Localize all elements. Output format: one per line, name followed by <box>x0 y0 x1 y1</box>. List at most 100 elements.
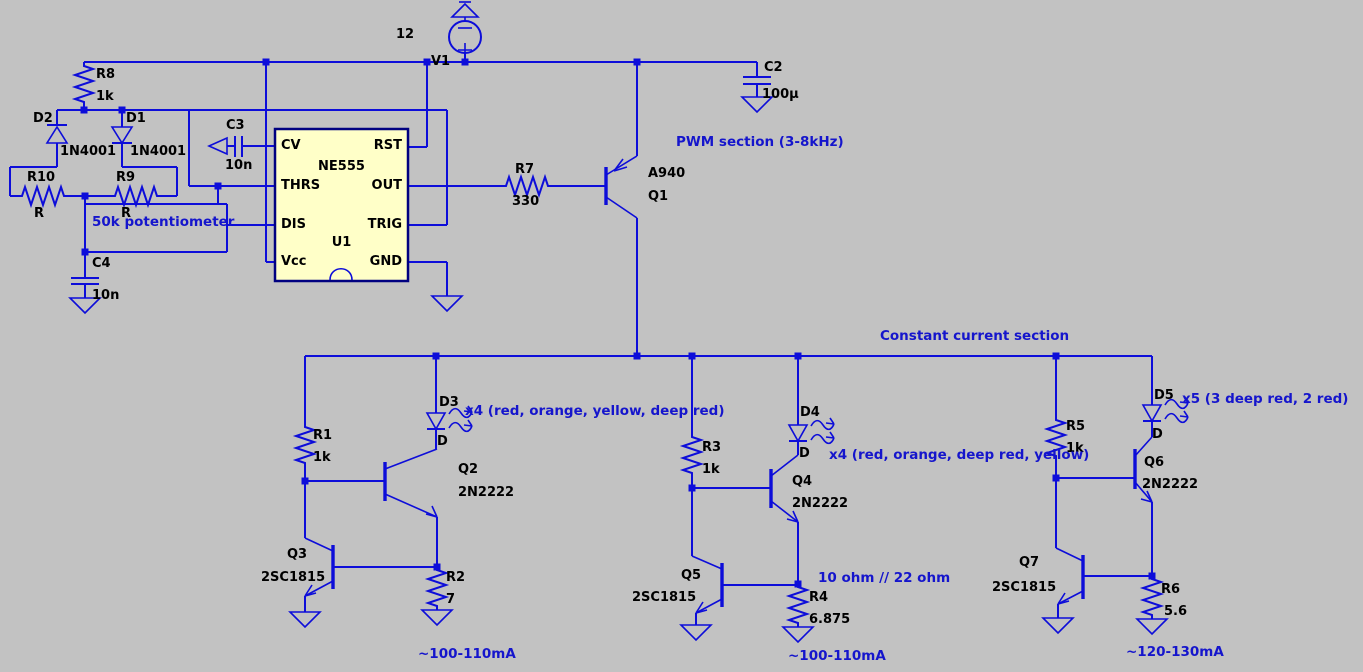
r1-value-label: 1k <box>313 450 331 465</box>
pin-cv-label: CV <box>281 138 301 153</box>
led-string-1-annotation: x4 (red, orange, yellow, deep red) <box>465 403 725 419</box>
voltage-source-v1[interactable] <box>448 1 482 62</box>
r10-value-label: R <box>34 206 45 221</box>
c3-value-label: 10n <box>225 158 253 173</box>
r8-ref-label: R8 <box>96 67 116 82</box>
pin-trig-label: TRIG <box>367 217 402 232</box>
chip-ref-label: U1 <box>331 235 352 250</box>
q4-value-label: 2N2222 <box>792 496 849 511</box>
q5-ref-label: Q5 <box>681 568 702 583</box>
r2-value-label: 7 <box>446 592 456 607</box>
pin-thrs-label: THRS <box>281 178 321 193</box>
r3-ref-label: R3 <box>702 440 722 455</box>
current-1-annotation: ~100-110mA <box>418 646 516 662</box>
v1-value-label: 12 <box>396 27 415 42</box>
diode-d2[interactable] <box>9 110 69 196</box>
r5-ref-label: R5 <box>1066 419 1086 434</box>
transistor-q5[interactable] <box>679 488 798 642</box>
resistor-r9[interactable] <box>85 183 177 209</box>
d4-ref-label: D4 <box>800 405 820 420</box>
chip-part-label: NE555 <box>318 159 365 174</box>
resistor-r3[interactable] <box>679 356 705 488</box>
wire-gnd-555 <box>409 261 464 313</box>
q2-ref-label: Q2 <box>458 462 479 477</box>
pin-out-label: OUT <box>371 178 402 193</box>
r6-value-label: 5.6 <box>1164 604 1188 619</box>
v1-ref-label: V1 <box>431 54 451 69</box>
resistor-r8[interactable] <box>71 62 97 110</box>
r2-ref-label: R2 <box>446 570 466 585</box>
resistor-r5[interactable] <box>1043 356 1069 478</box>
c2-ref-label: C2 <box>764 60 783 75</box>
r4-parallel-annotation: 10 ohm // 22 ohm <box>818 570 951 586</box>
d2-ref-label: D2 <box>33 111 53 126</box>
c4-value-label: 10n <box>92 288 120 303</box>
wire-dis-wiper-net <box>84 196 275 253</box>
r1-ref-label: R1 <box>313 428 333 443</box>
resistor-r6[interactable] <box>1135 576 1169 636</box>
pwm-section-annotation: PWM section (3-8kHz) <box>676 134 844 150</box>
d1-ref-label: D1 <box>126 111 146 126</box>
r4-value-label: 6.875 <box>809 612 851 627</box>
pin-dis-label: DIS <box>281 217 306 232</box>
r7-value-label: 330 <box>512 194 540 209</box>
wire-rst-net <box>409 62 428 148</box>
r8-value-label: 1k <box>96 89 114 104</box>
transistor-q3[interactable] <box>288 481 437 629</box>
pin-rst-label: RST <box>373 138 402 153</box>
led-d3[interactable] <box>425 356 473 449</box>
d3-value-label: D <box>437 434 448 449</box>
transistor-q6[interactable] <box>1056 436 1153 576</box>
resistor-r2[interactable] <box>420 567 454 627</box>
d3-ref-label: D3 <box>439 395 459 410</box>
wire-thrs-trig-net <box>57 109 448 226</box>
resistor-r1[interactable] <box>292 356 318 481</box>
transistor-q4[interactable] <box>692 454 799 584</box>
q3-ref-label: Q3 <box>287 547 308 562</box>
resistor-r7[interactable] <box>409 173 605 199</box>
q5-value-label: 2SC1815 <box>632 590 697 605</box>
capacitor-c3[interactable] <box>207 136 275 157</box>
c3-ref-label: C3 <box>226 118 245 133</box>
d4-value-label: D <box>799 446 810 461</box>
r6-ref-label: R6 <box>1161 582 1181 597</box>
d2-value-label: 1N4001 <box>60 144 117 159</box>
transistor-q7[interactable] <box>1041 478 1152 635</box>
transistor-q1[interactable] <box>604 62 638 356</box>
pot-annotation: 50k potentiometer <box>92 214 235 230</box>
q4-ref-label: Q4 <box>792 474 813 489</box>
led-string-2-annotation: x4 (red, orange, deep red, yellow) <box>829 447 1090 463</box>
r3-value-label: 1k <box>702 462 720 477</box>
capacitor-c2[interactable] <box>740 62 774 114</box>
ic-ne555[interactable] <box>273 127 410 283</box>
r4-ref-label: R4 <box>809 590 829 605</box>
r10-ref-label: R10 <box>27 170 56 185</box>
d5-ref-label: D5 <box>1154 388 1174 403</box>
q6-ref-label: Q6 <box>1144 455 1165 470</box>
q7-value-label: 2SC1815 <box>992 580 1057 595</box>
diode-d1[interactable] <box>110 110 178 196</box>
transistor-q2[interactable] <box>305 448 438 567</box>
d5-value-label: D <box>1152 427 1163 442</box>
led-d4[interactable] <box>787 356 835 455</box>
pin-gnd-label: GND <box>369 254 402 269</box>
capacitor-c4[interactable] <box>68 252 102 315</box>
q2-value-label: 2N2222 <box>458 485 515 500</box>
q1-ref-label: Q1 <box>648 189 669 204</box>
resistor-r4[interactable] <box>781 584 815 644</box>
r5-value-label: 1k <box>1066 441 1084 456</box>
led-string-3-annotation: x5 (3 deep red, 2 red) <box>1182 391 1349 407</box>
current-3-annotation: ~120-130mA <box>1126 644 1224 660</box>
led-d5[interactable] <box>1141 356 1189 437</box>
q3-value-label: 2SC1815 <box>261 570 326 585</box>
wire-vcc-net <box>265 62 275 263</box>
cc-section-annotation: Constant current section <box>880 328 1070 344</box>
r9-ref-label: R9 <box>116 170 136 185</box>
q6-value-label: 2N2222 <box>1142 477 1199 492</box>
r9-value-label: R <box>121 206 132 221</box>
q7-ref-label: Q7 <box>1019 555 1040 570</box>
current-2-annotation: ~100-110mA <box>788 648 886 664</box>
resistor-r10[interactable] <box>10 183 85 209</box>
